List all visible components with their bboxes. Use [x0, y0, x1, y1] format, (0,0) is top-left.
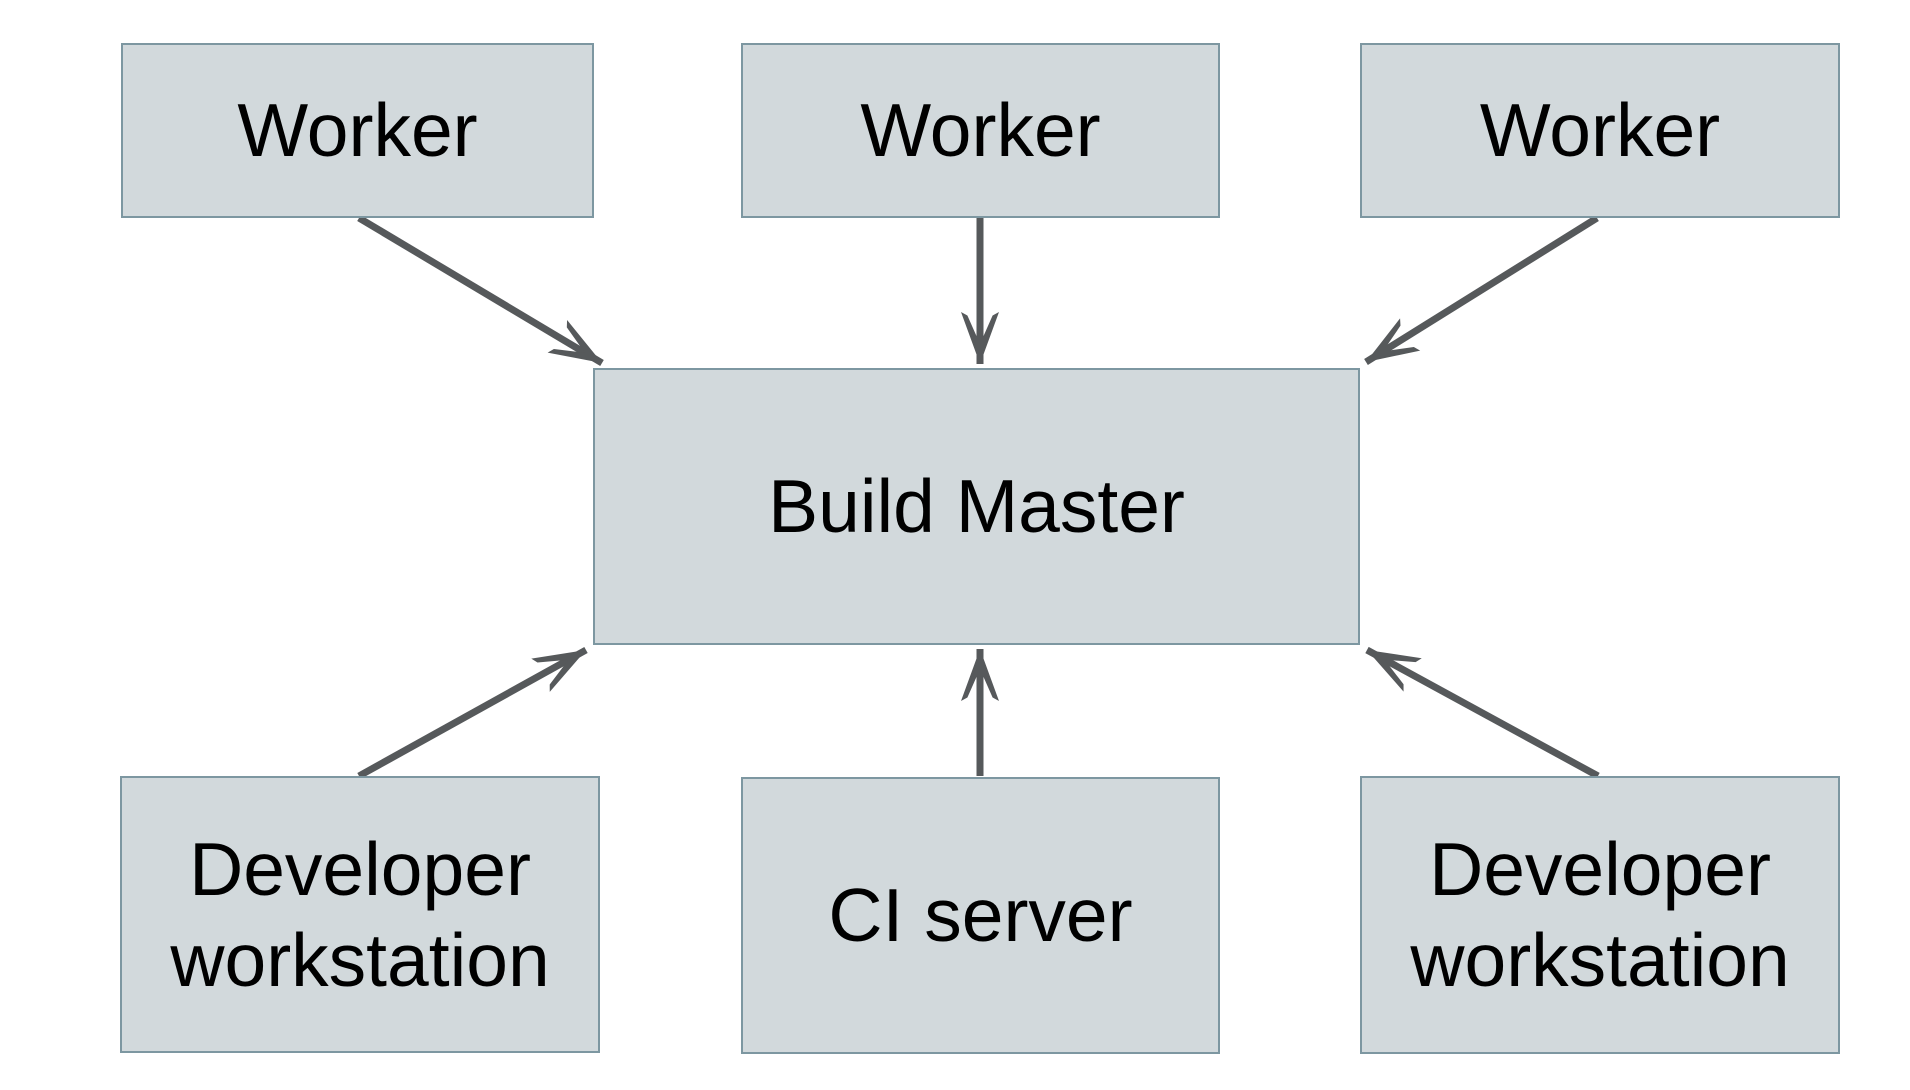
node-developer-workstation-right-label: Developer workstation: [1410, 827, 1790, 1002]
node-worker-1: Worker: [121, 43, 594, 218]
node-ci-server: CI server: [741, 777, 1220, 1054]
node-worker-3: Worker: [1360, 43, 1840, 218]
node-developer-workstation-left: Developer workstation: [120, 776, 600, 1053]
edge-developer-workstation-left-to-build-master: [357, 646, 588, 780]
node-developer-workstation-right: Developer workstation: [1360, 776, 1840, 1054]
node-worker-3-label: Worker: [1479, 88, 1721, 172]
node-build-master: Build Master: [593, 368, 1360, 645]
edge-worker-3-to-build-master: [1364, 215, 1599, 365]
node-worker-2-label: Worker: [860, 88, 1101, 172]
node-developer-workstation-left-label: Developer workstation: [170, 826, 550, 1002]
node-worker-1-label: Worker: [237, 88, 478, 172]
node-ci-server-label: CI server: [828, 873, 1133, 957]
node-build-master-label: Build Master: [768, 464, 1185, 548]
edge-developer-workstation-right-to-build-master: [1365, 646, 1600, 780]
edge-worker-1-to-build-master: [357, 214, 604, 367]
node-worker-2: Worker: [741, 43, 1220, 218]
